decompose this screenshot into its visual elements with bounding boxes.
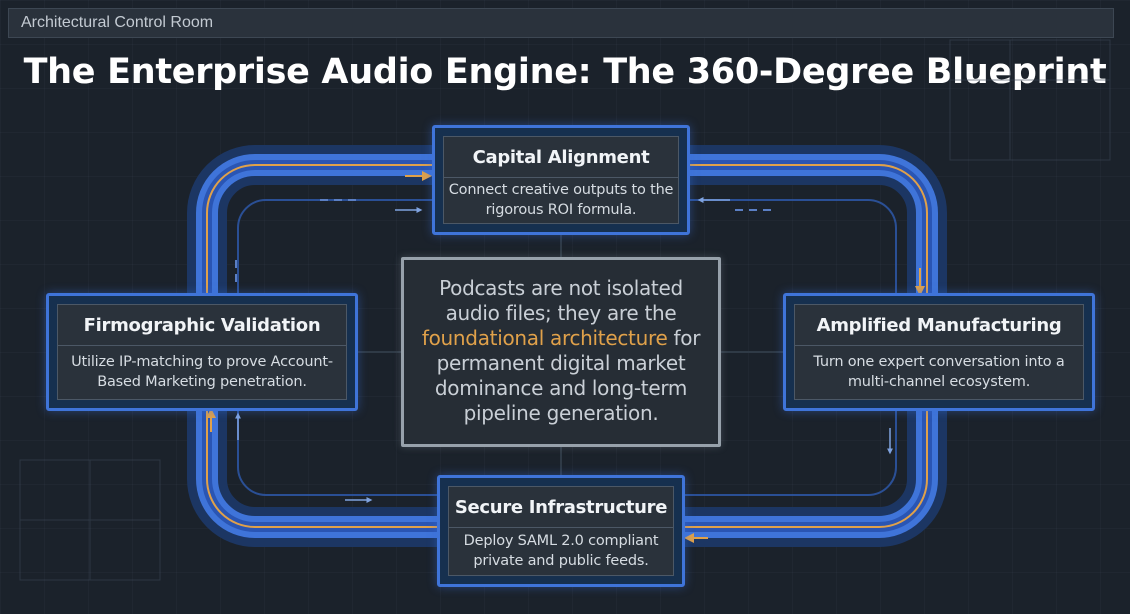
node-amplified-manufacturing: Amplified Manufacturing Turn one expert … (783, 293, 1095, 411)
node-title: Firmographic Validation (58, 305, 346, 346)
center-text-highlight: foundational architecture (421, 326, 668, 350)
center-text-after: for permanent digital market dominance a… (434, 326, 701, 425)
center-text-before: Podcasts are not isolated audio files; t… (439, 276, 683, 325)
blueprint-decoration (19, 39, 1111, 581)
node-description: Deploy SAML 2.0 compliant private and pu… (463, 533, 659, 569)
center-connectors (358, 233, 783, 475)
node-description: Turn one expert conversation into a mult… (813, 354, 1065, 390)
node-title: Secure Infrastructure (449, 487, 673, 528)
node-firmographic-validation: Firmographic Validation Utilize IP-match… (46, 293, 358, 411)
node-description: Utilize IP-matching to prove Account-Bas… (71, 354, 333, 390)
node-title: Capital Alignment (444, 137, 678, 178)
page-title: The Enterprise Audio Engine: The 360-Deg… (23, 52, 1107, 92)
node-description: Connect creative outputs to the rigorous… (448, 182, 674, 218)
window-title: Architectural Control Room (21, 14, 214, 31)
center-statement: Podcasts are not isolated audio files; t… (414, 276, 708, 426)
center-statement-box: Podcasts are not isolated audio files; t… (401, 257, 721, 447)
node-secure-infrastructure: Secure Infrastructure Deploy SAML 2.0 co… (437, 475, 685, 587)
node-title: Amplified Manufacturing (795, 305, 1083, 346)
node-capital-alignment: Capital Alignment Connect creative outpu… (432, 125, 690, 235)
window-title-bar: Architectural Control Room (8, 8, 1114, 38)
